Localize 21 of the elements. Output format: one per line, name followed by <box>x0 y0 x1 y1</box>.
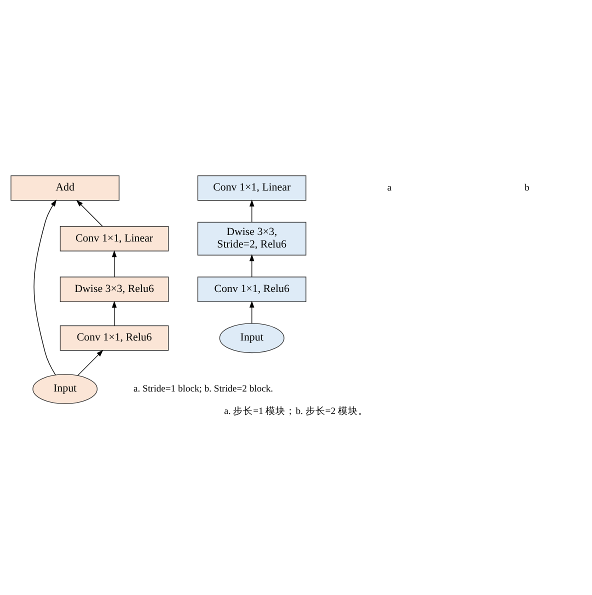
arrow <box>112 250 117 278</box>
node-box: Conv 1×1, Relu6 <box>60 325 169 351</box>
node-ellipse: Input <box>219 323 284 354</box>
arrow <box>249 200 254 222</box>
node-box: Conv 1×1, Linear <box>197 175 306 201</box>
node-ellipse: Input <box>32 374 98 404</box>
caption: a. 步长=1 模块；b. 步长=2 模块。 <box>224 406 368 417</box>
arrow <box>249 300 254 324</box>
node-box: Dwise 3×3, Stride=2, Relu6 <box>197 222 306 256</box>
arrow <box>112 300 117 326</box>
node-box: Add <box>10 175 120 201</box>
arrow <box>77 350 104 376</box>
label: a <box>387 182 392 194</box>
arrow <box>249 254 254 278</box>
arrow <box>76 200 103 227</box>
label: a. Stride=1 block; b. Stride=2 block. <box>133 384 274 395</box>
label: b <box>524 182 530 194</box>
node-box: Dwise 3×3, Relu6 <box>60 276 169 302</box>
arrow <box>34 200 57 376</box>
node-box: Conv 1×1, Linear <box>60 226 169 252</box>
node-box: Conv 1×1, Relu6 <box>197 276 306 302</box>
